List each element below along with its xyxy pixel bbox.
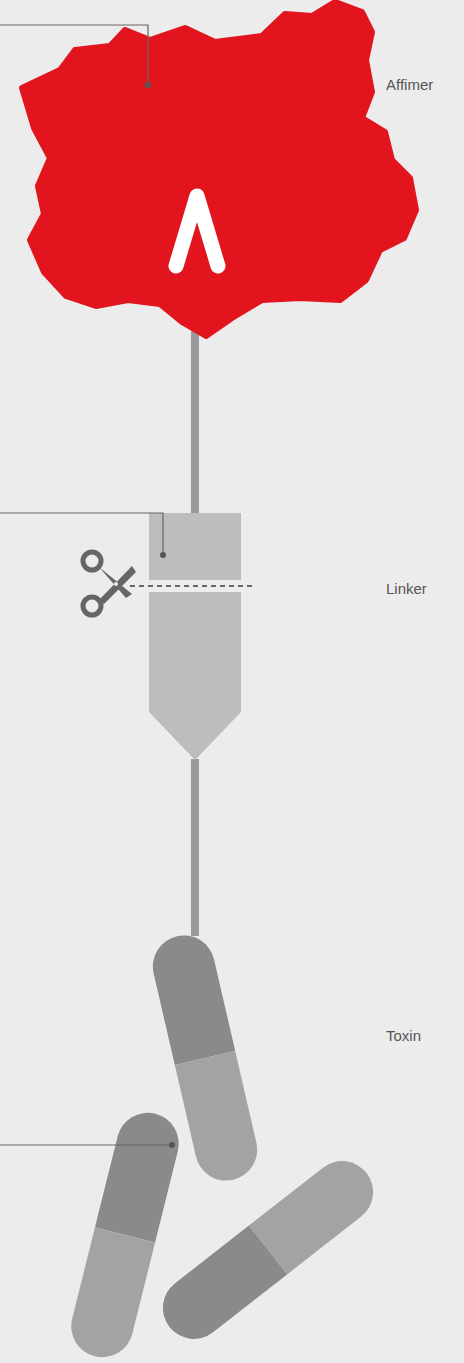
- leader-dot: [169, 1142, 175, 1148]
- connector-rod: [191, 759, 199, 936]
- leader-line: [0, 1144, 172, 1145]
- leader-dot: [145, 82, 151, 88]
- shape-outline: [149, 513, 241, 763]
- scissors-symbol: [83, 552, 136, 615]
- toxin-shape: Toxin: [60, 930, 328, 1363]
- shape-outline: [60, 930, 328, 1363]
- shape-outline: [18, 0, 418, 335]
- part-label: Toxin: [386, 1027, 421, 1045]
- part-label: Linker: [386, 580, 427, 598]
- part-label: Affimer: [386, 76, 433, 94]
- connector-rod: [191, 331, 199, 519]
- linker-shape: Linker: [149, 513, 241, 763]
- leader-line: [0, 25, 148, 85]
- affimer-shape: Affimer: [18, 0, 418, 335]
- leader-line: [0, 513, 163, 555]
- leader-dot: [160, 552, 166, 558]
